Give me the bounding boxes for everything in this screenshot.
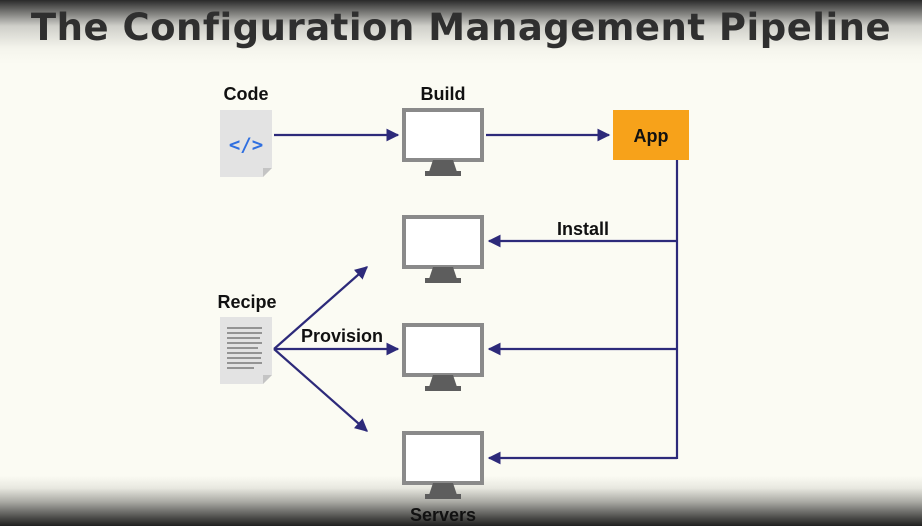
recipe-label: Recipe [217,292,276,312]
provision-arrow-down [273,348,368,432]
install-label: Install [557,219,609,239]
provision-label: Provision [301,326,383,346]
code-label: Code [224,84,269,104]
app-label: App [634,126,669,146]
code-glyph: </> [229,134,263,156]
code-file-icon: </> [220,110,272,177]
provision-arrow-up [273,266,368,350]
build-label: Build [421,84,466,104]
servers-label: Servers [410,505,476,525]
server-3-monitor-icon [402,431,484,501]
top-shadow-band [0,0,922,64]
app-box: App [613,110,689,160]
server-1-monitor-icon [402,215,484,285]
page-title: The Configuration Management Pipeline [30,6,892,49]
server-2-monitor-icon [402,323,484,393]
build-server-monitor-icon [402,108,484,178]
recipe-document-icon [220,317,272,384]
